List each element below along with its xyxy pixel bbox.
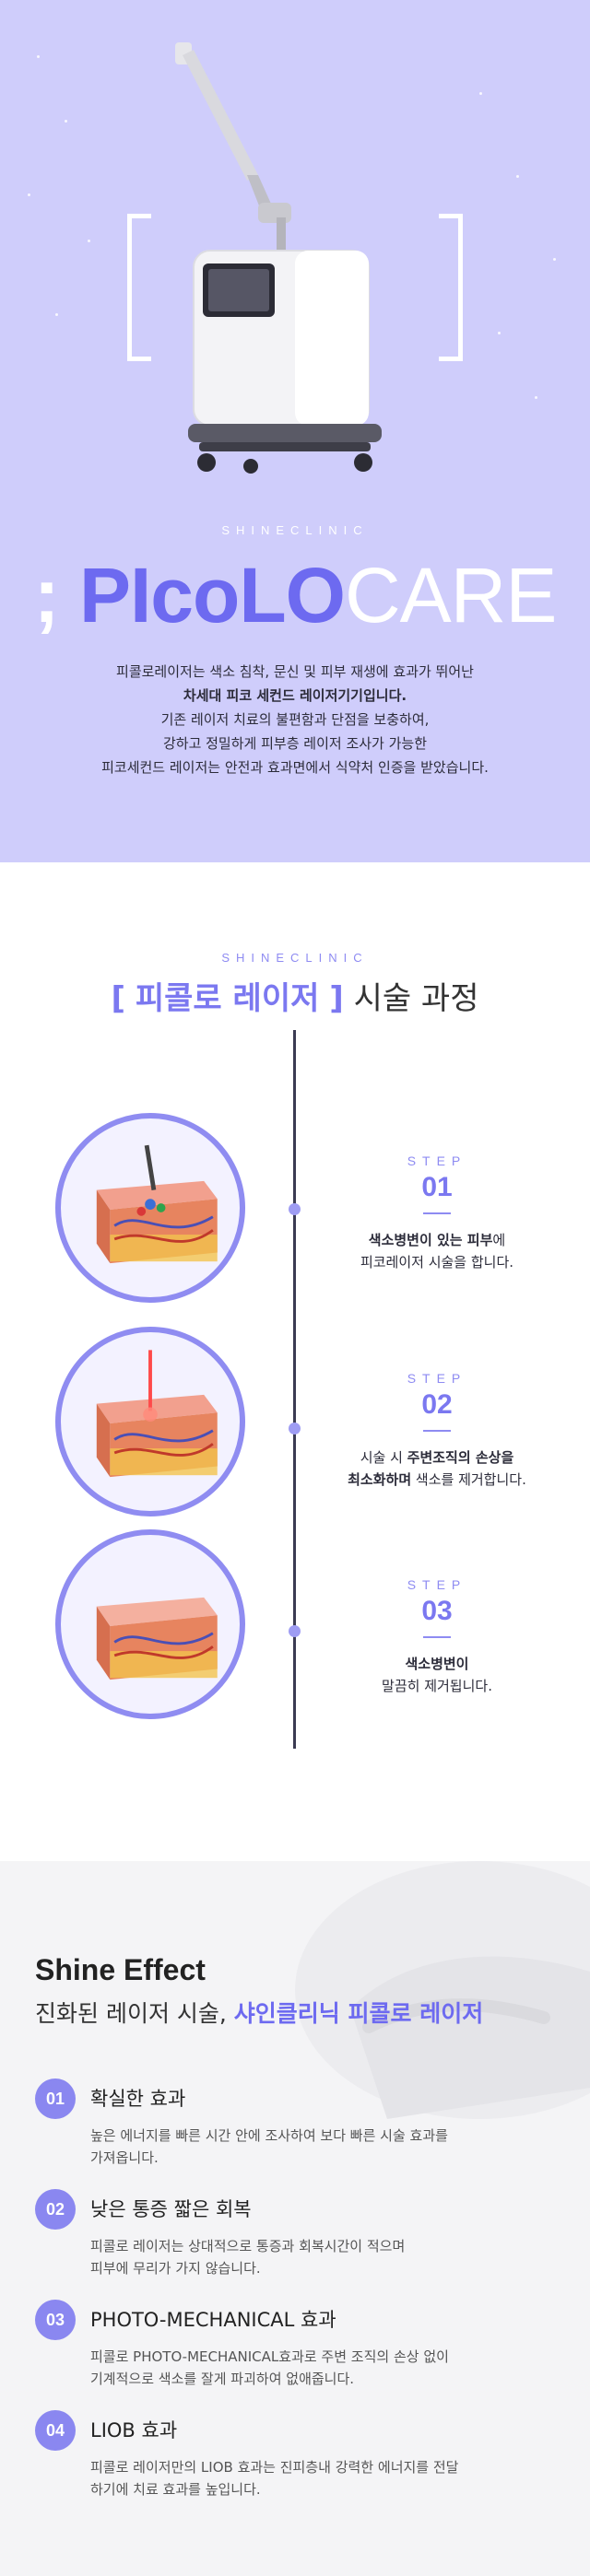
picolo-care-logo: ; PIcoLOCARE xyxy=(33,552,558,638)
step-01: STEP 01 색소병변이 있는 피부에 피코레이저 시술을 합니다. xyxy=(360,1153,514,1270)
right-bracket-decoration xyxy=(439,214,463,361)
skin-cross-section-image xyxy=(55,1113,245,1303)
skin-cross-section-image xyxy=(55,1327,245,1516)
laser-device-image xyxy=(175,42,382,474)
hand-image xyxy=(295,1861,590,2119)
step-03: STEP 03 색소병변이 말끔히 제거됩니다. xyxy=(382,1577,492,1694)
process-brand-label: SHINECLINIC xyxy=(221,951,369,965)
hero-brand-label: SHINECLINIC xyxy=(221,523,369,537)
timeline-dot xyxy=(289,1423,301,1434)
left-bracket-decoration xyxy=(127,214,151,361)
shine-effect-section: Shine Effect 진화된 레이저 시술, 샤인클리닉 피콜로 레이저 0… xyxy=(0,1861,590,2576)
timeline-dot xyxy=(289,1625,301,1637)
number-badge: 04 xyxy=(35,2410,76,2451)
process-title: [ 피콜로 레이저 ] 시술 과정 xyxy=(111,980,479,1017)
number-badge: 03 xyxy=(35,2300,76,2340)
hero-description: 피콜로레이저는 색소 침착, 문신 및 피부 재생에 효과가 뛰어난 차세대 피… xyxy=(101,663,489,776)
process-section: SHINECLINIC [ 피콜로 레이저 ] 시술 과정 STEP 01 색소… xyxy=(0,862,590,1861)
timeline-dot xyxy=(289,1203,301,1215)
number-badge: 02 xyxy=(35,2189,76,2230)
effect-title: Shine Effect xyxy=(35,1953,206,1986)
step-02: STEP 02 시술 시 주변조직의 손상을 최소화하며 색소를 제거합니다. xyxy=(348,1371,526,1488)
skin-cross-section-image xyxy=(55,1529,245,1719)
hero-section: SHINECLINIC ; PIcoLOCARE 피콜로레이저는 색소 침착, … xyxy=(0,0,590,862)
number-badge: 01 xyxy=(35,2078,76,2119)
effect-subtitle: 진화된 레이저 시술, 샤인클리닉 피콜로 레이저 xyxy=(35,2000,484,2027)
timeline-line xyxy=(293,1030,296,1749)
